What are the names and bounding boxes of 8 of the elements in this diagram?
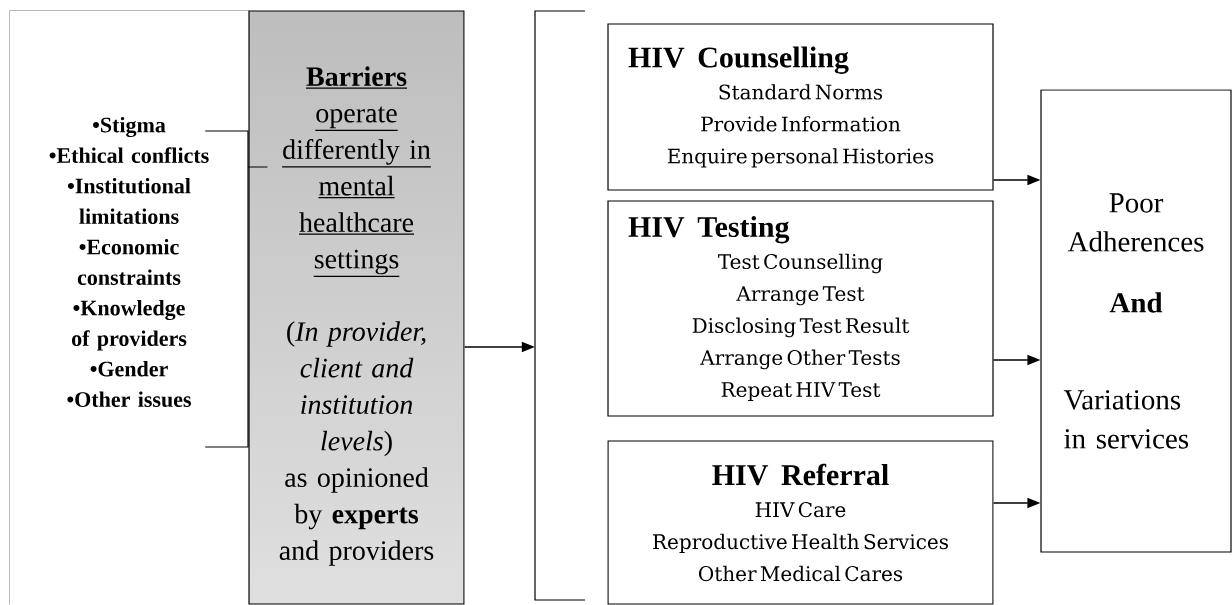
text-box: HIV Counselling Standard Norms Provide Information Enquire personal Histories <box>607 23 994 191</box>
shaded-box: Barriers operate differently in mental healthcare settings (In provider, client and institution levels) as opinioned by experts and providers <box>248 10 465 605</box>
bracket <box>204 130 268 448</box>
text-box: HIV Testing Test Counselling Arrange Test Disclosing Test Result Arrange Other Tests Repeat HIV Test <box>607 200 994 417</box>
text-box: HIV Referral HIV Care Reproductive Health Services Other Medical Cares <box>607 440 994 605</box>
bullet-list: •Stigma •Ethical conflicts •Institutional limitations •Economic constraints •Knowledge of providers •Gender •Other issues <box>49 117 209 407</box>
bracket <box>534 10 586 601</box>
text-box: Poor Adherences And Variations in services <box>1040 89 1232 553</box>
